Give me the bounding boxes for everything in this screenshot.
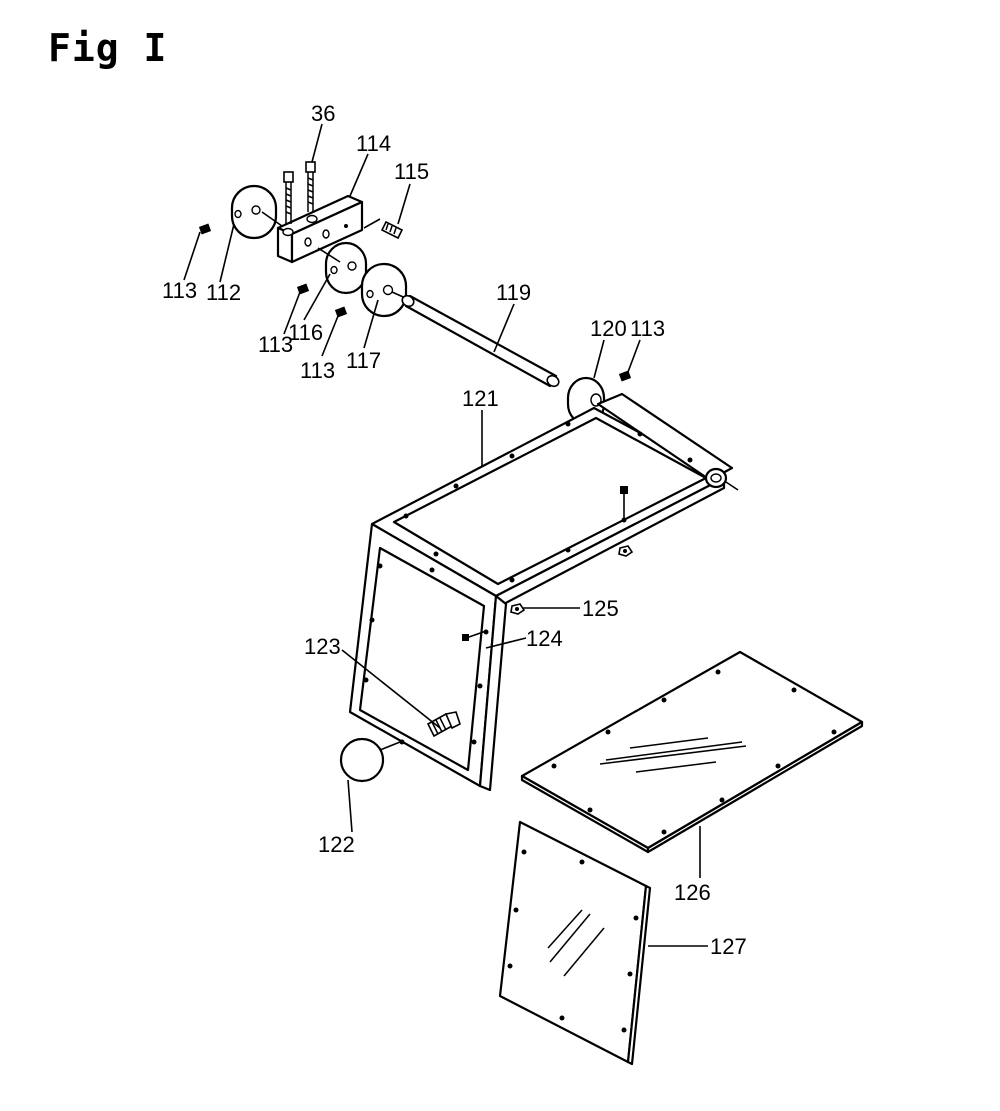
callout-labels: 36 114 115 113 112 113 116 113 117 119 1… xyxy=(162,101,747,959)
callout-127: 127 xyxy=(710,934,747,959)
callout-120: 120 xyxy=(590,316,627,341)
mounting-block-114 xyxy=(276,194,364,264)
collar-112 xyxy=(230,184,283,240)
callout-113d: 113 xyxy=(630,316,665,341)
callout-123: 123 xyxy=(304,634,341,659)
nut-125 xyxy=(510,603,526,615)
clear-plate-126 xyxy=(520,650,864,854)
set-screw-113c xyxy=(334,306,348,318)
callout-112: 112 xyxy=(206,280,241,305)
callout-124: 124 xyxy=(526,626,563,651)
callout-116: 116 xyxy=(288,320,323,345)
figure-title: Fig I xyxy=(48,26,168,70)
nut-125-top xyxy=(618,545,634,557)
callout-125: 125 xyxy=(582,596,619,621)
set-screw-113d xyxy=(618,370,632,382)
callout-117: 117 xyxy=(346,348,381,373)
collar-117 xyxy=(360,262,408,318)
callout-113a: 113 xyxy=(162,278,197,303)
screw-115 xyxy=(363,218,404,240)
callout-36: 36 xyxy=(311,101,335,126)
leader-lines xyxy=(183,123,708,947)
set-screw-113b xyxy=(296,283,310,295)
callout-113c: 113 xyxy=(300,358,335,383)
callout-114: 114 xyxy=(356,131,391,156)
screw-frame-top xyxy=(620,486,628,518)
set-screw-113a xyxy=(198,223,212,235)
callout-113b: 113 xyxy=(258,332,293,357)
callout-122: 122 xyxy=(318,832,355,857)
screw-124 xyxy=(462,630,487,641)
stud-123 xyxy=(426,711,461,738)
callout-121: 121 xyxy=(462,386,499,411)
collar-116 xyxy=(317,241,368,295)
callout-119: 119 xyxy=(496,280,531,305)
callout-115: 115 xyxy=(394,159,429,184)
knob-122 xyxy=(339,737,401,783)
callout-126: 126 xyxy=(674,880,711,905)
cap-screw-36 xyxy=(283,161,316,224)
clear-plate-127 xyxy=(498,820,652,1066)
shaft-119 xyxy=(391,291,560,388)
